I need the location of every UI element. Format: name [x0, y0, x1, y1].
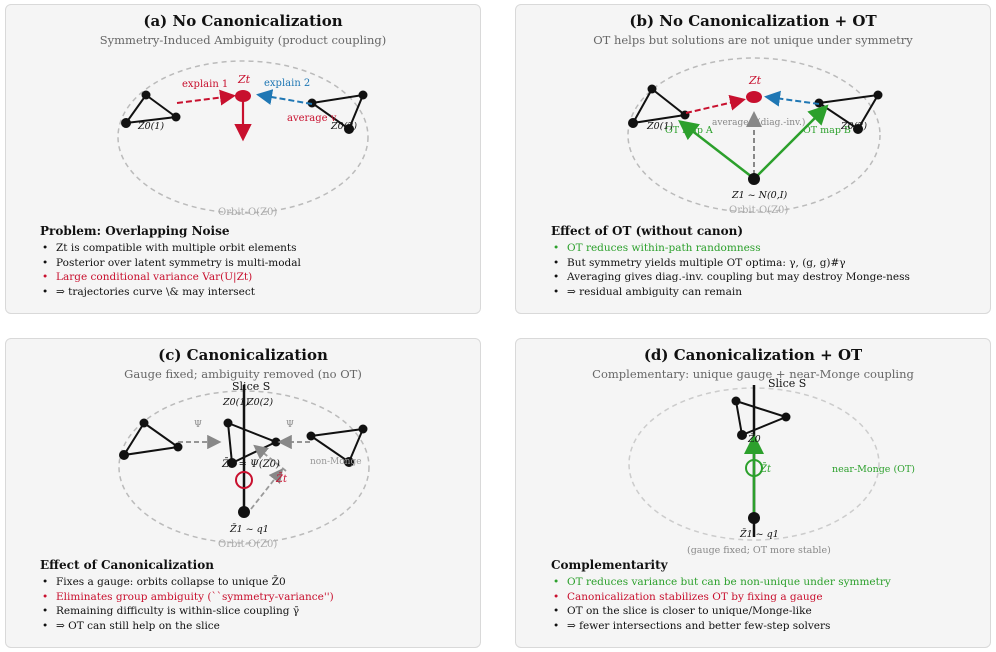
- orbit-label: Orbit-O(Z0): [729, 205, 788, 216]
- panel-b: (b) No Canonicalization + OT OT helps bu…: [515, 4, 991, 314]
- panel-d: (d) Canonicalization + OT Complementary:…: [515, 338, 991, 648]
- z02-label: Z0(2): [246, 397, 273, 408]
- bullet-item: ⇒ residual ambiguity can remain: [551, 285, 910, 300]
- panel-title: (d) Canonicalization + OT: [643, 346, 863, 364]
- panel-a: (a) No Canonicalization Symmetry-Induced…: [5, 4, 481, 314]
- non-monge-label: non-Monge: [310, 457, 362, 467]
- canonical-element: [226, 421, 279, 465]
- panel-heading: Effect of OT (without canon): [551, 224, 744, 238]
- zbart-label: Z̄t: [275, 473, 288, 485]
- z1-label: Z1 ~ N(0,I): [731, 190, 787, 201]
- orbit-element-1: [122, 421, 181, 457]
- zbar1-label: Z̄1 ~ q1: [229, 523, 269, 535]
- zt-point: [746, 91, 762, 103]
- non-monge-arrow-1: [250, 468, 284, 510]
- panel-title: (a) No Canonicalization: [143, 12, 343, 30]
- bullet-list-a: Zt is compatible with multiple orbit ele…: [40, 241, 301, 299]
- bullet-list-b: OT reduces within-path randomness But sy…: [551, 241, 910, 299]
- diagram-c: Slice S Ψ Ψ Z0(1) Z0(2) Z̄0 = Ψ(Z0) Z̄t …: [118, 380, 370, 550]
- diagram-d: Slice S Z̄0 Z̄t near-Monge (OT) Z̄1 ~ q1…: [628, 377, 915, 556]
- zt-point: [235, 90, 251, 102]
- zbar1-label: Z̄1 ~ q1: [739, 528, 779, 540]
- psi-label-right: Ψ: [286, 420, 294, 430]
- orbit-ellipse: [627, 57, 881, 213]
- bullet-item: OT reduces within-path randomness: [551, 241, 910, 256]
- panel-subtitle: Complementary: unique gauge + near-Monge…: [592, 367, 914, 381]
- z01-label: Z0(1): [222, 397, 249, 408]
- ot-map-b-label: OT map B: [803, 125, 851, 136]
- z02-label: Z0(2): [840, 121, 867, 132]
- panel-subtitle: OT helps but solutions are not unique un…: [593, 33, 913, 47]
- zbar1-point: [748, 512, 760, 524]
- zbar0-label: Z̄0 = Ψ(Z0): [221, 458, 280, 470]
- near-monge-label: near-Monge (OT): [832, 464, 915, 475]
- zt-label: Zt: [748, 74, 762, 87]
- ot-map-a-arrow: [678, 119, 753, 178]
- panel-c: (c) Canonicalization Gauge fixed; ambigu…: [5, 338, 481, 648]
- bullet-item: Large conditional variance Var(U|Zt): [40, 270, 301, 285]
- z1-point: [748, 173, 760, 185]
- zbart-point: [745, 459, 763, 477]
- ot-map-a-label: OT map A: [665, 125, 713, 136]
- z01-label: Z0(1): [646, 121, 673, 132]
- zbart-label: Z̄t: [759, 463, 772, 475]
- gauge-note: (gauge fixed; OT more stable): [687, 545, 831, 556]
- bullet-item: ⇒ trajectories curve \& may intersect: [40, 285, 301, 300]
- z01-label: Z0(1): [137, 121, 164, 132]
- psi-label-left: Ψ: [194, 420, 202, 430]
- panel-subtitle: Symmetry-Induced Ambiguity (product coup…: [99, 33, 387, 47]
- bullet-item: Fixes a gauge: orbits collapse to unique…: [40, 575, 334, 590]
- panel-heading: Problem: Overlapping Noise: [40, 224, 230, 238]
- panel-title: (b) No Canonicalization + OT: [629, 12, 877, 30]
- zbar1-point: [238, 506, 250, 518]
- explain-1-arrow: [685, 94, 746, 114]
- bullet-item: Remaining difficulty is within-slice cou…: [40, 604, 334, 619]
- bullet-item: But symmetry yields multiple OT optima: …: [551, 256, 910, 271]
- z02-label: Z0(2): [330, 121, 357, 132]
- bullet-list-d: OT reduces variance but can be non-uniqu…: [551, 575, 891, 633]
- bullet-item: Zt is compatible with multiple orbit ele…: [40, 241, 301, 256]
- averaged-label: averaged (diag.-inv.): [712, 117, 805, 128]
- panel-heading: Complementarity: [551, 558, 668, 572]
- bullet-item: OT reduces variance but can be non-uniqu…: [551, 575, 891, 590]
- bullet-item: Canonicalization stabilizes OT by fixing…: [551, 590, 891, 605]
- panel-heading: Effect of Canonicalization: [40, 558, 214, 572]
- orbit-element-1: [123, 93, 179, 125]
- explain-1-arrow: [176, 89, 236, 106]
- orbit-element-1: [631, 87, 688, 125]
- orbit-element-2: [816, 93, 880, 131]
- orbit-label: Orbit-O(Z0): [218, 539, 277, 550]
- orbit-element-2: [309, 93, 365, 131]
- diagram-b: Zt averaged (diag.-inv.) OT map A OT map…: [627, 57, 883, 216]
- panel-subtitle: Gauge fixed; ambiguity removed (no OT): [124, 367, 362, 381]
- diagram-a: Zt explain 1 explain 2 average v Z0(1) Z…: [117, 60, 369, 218]
- average-label: average v: [287, 113, 337, 124]
- bullet-item: Eliminates group ambiguity (``symmetry-v…: [40, 590, 334, 605]
- canonical-element: [734, 399, 789, 437]
- bullet-item: OT on the slice is closer to unique/Mong…: [551, 604, 891, 619]
- zbar0-label: Z̄0: [747, 433, 761, 445]
- bullet-list-c: Fixes a gauge: orbits collapse to unique…: [40, 575, 334, 633]
- orbit-label: Orbit-O(Z0): [218, 207, 277, 218]
- slice-label: Slice S: [232, 380, 270, 393]
- zt-label: Zt: [237, 73, 251, 86]
- explain-2-label: explain 2: [264, 78, 310, 89]
- orbit-element-2: [308, 427, 365, 464]
- bullet-item: ⇒ OT can still help on the slice: [40, 619, 334, 634]
- bullet-item: ⇒ fewer intersections and better few-ste…: [551, 619, 891, 634]
- explain-2-arrow: [764, 90, 820, 107]
- bullet-item: Posterior over latent symmetry is multi-…: [40, 256, 301, 271]
- orbit-ellipse: [117, 60, 369, 214]
- bullet-item: Averaging gives diag.-inv. coupling but …: [551, 270, 910, 285]
- explain-2-arrow: [256, 89, 313, 105]
- panel-title: (c) Canonicalization: [158, 346, 328, 364]
- ot-map-b-arrow: [755, 104, 829, 178]
- slice-label: Slice S: [768, 377, 806, 390]
- non-monge-arrow-2: [253, 444, 287, 472]
- explain-1-label: explain 1: [182, 79, 228, 90]
- zbart-point: [235, 471, 253, 489]
